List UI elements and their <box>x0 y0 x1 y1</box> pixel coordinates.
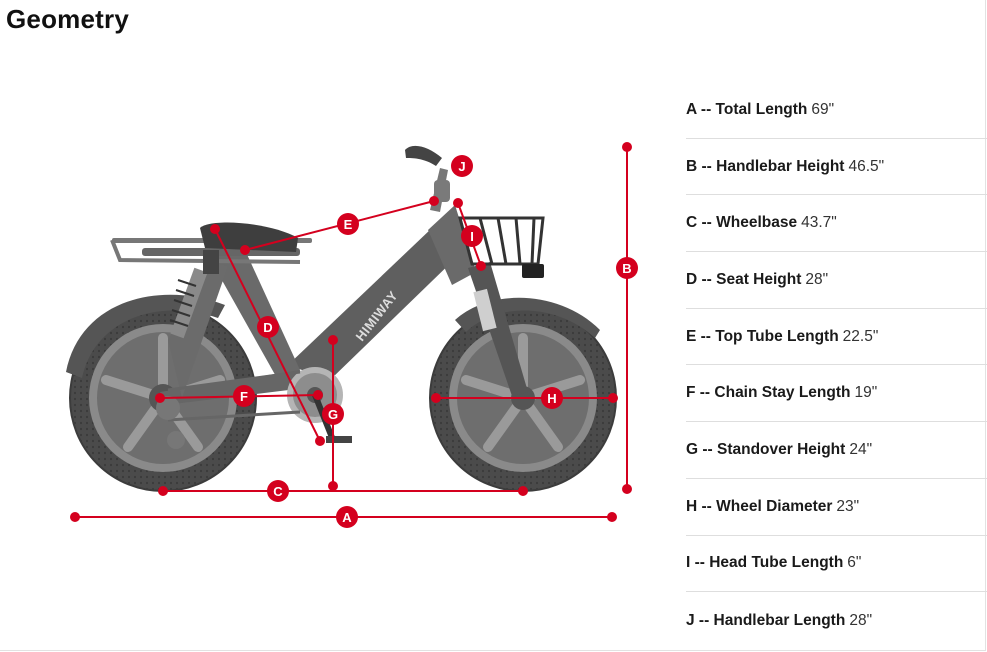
crankset <box>287 367 352 443</box>
spec-item-handlebar-height: B -- Handlebar Height 46.5" <box>686 139 987 196</box>
svg-text:F: F <box>240 389 248 404</box>
spec-label: E -- Top Tube Length <box>686 327 839 345</box>
endpoint-a-right <box>607 512 617 522</box>
endpoint-e-right <box>429 196 439 206</box>
badge-i: I <box>461 225 483 247</box>
badge-a: A <box>336 506 358 528</box>
endpoint-c-left <box>158 486 168 496</box>
front-fork <box>468 262 528 396</box>
spec-label: F -- Chain Stay Length <box>686 384 851 402</box>
endpoint-a-left <box>70 512 80 522</box>
endpoint-g-bottom <box>328 481 338 491</box>
kickstand-gear <box>167 431 185 449</box>
endpoint-d-top <box>210 224 220 234</box>
spec-item-top-tube-length: E -- Top Tube Length 22.5" <box>686 309 987 366</box>
endpoint-d-bottom <box>315 436 325 446</box>
endpoint-c-right <box>518 486 528 496</box>
spec-label: I -- Head Tube Length <box>686 554 844 572</box>
spec-item-standover-height: G -- Standover Height 24" <box>686 422 987 479</box>
endpoint-i-bottom <box>476 261 486 271</box>
svg-text:G: G <box>328 407 338 422</box>
badge-b: B <box>616 257 638 279</box>
spec-value: 69" <box>811 100 835 118</box>
spec-item-chain-stay-length: F -- Chain Stay Length 19" <box>686 365 987 423</box>
spec-item-wheel-diameter: H -- Wheel Diameter 23" <box>686 479 987 536</box>
endpoint-f-left <box>155 393 165 403</box>
endpoint-i-top <box>453 198 463 208</box>
spec-label: A -- Total Length <box>686 100 808 118</box>
chain <box>167 370 301 422</box>
endpoint-g-top <box>328 335 338 345</box>
endpoint-h-left <box>431 393 441 403</box>
page-title: Geometry <box>6 4 129 34</box>
spec-item-wheelbase: C -- Wheelbase 43.7" <box>686 195 987 253</box>
headlight <box>522 264 544 278</box>
spec-label: J -- Handlebar Length <box>686 611 846 629</box>
badge-c: C <box>267 480 289 502</box>
badge-j: J <box>451 155 473 177</box>
svg-text:I: I <box>470 229 474 244</box>
spec-label: B -- Handlebar Height <box>686 157 845 175</box>
spec-label: D -- Seat Height <box>686 270 802 288</box>
svg-text:B: B <box>622 261 631 276</box>
seat-post <box>203 250 219 274</box>
badge-f: F <box>233 385 255 407</box>
spec-label: G -- Standover Height <box>686 440 846 458</box>
spec-label: C -- Wheelbase <box>686 214 798 232</box>
spec-value: 46.5" <box>848 157 885 175</box>
svg-text:J: J <box>458 159 465 174</box>
endpoint-b-top <box>622 142 632 152</box>
badge-d: D <box>257 316 279 338</box>
spec-item-handlebar-length: J -- Handlebar Length 28" <box>686 592 987 649</box>
spec-value: 6" <box>847 554 862 572</box>
svg-text:C: C <box>273 484 283 499</box>
spec-value: 19" <box>854 384 878 402</box>
spec-item-head-tube-length: I -- Head Tube Length 6" <box>686 536 987 593</box>
badge-e: E <box>337 213 359 235</box>
bike-geometry-diagram: HIMIWAY <box>66 142 638 528</box>
spec-value: 22.5" <box>842 327 879 345</box>
geometry-spec-list: A -- Total Length 69" B -- Handlebar Hei… <box>686 82 987 649</box>
spec-item-total-length: A -- Total Length 69" <box>686 82 987 139</box>
spec-value: 24" <box>849 440 873 458</box>
endpoint-f-right <box>313 390 323 400</box>
spec-value: 28" <box>805 270 829 288</box>
spec-value: 28" <box>849 611 873 629</box>
endpoint-e-left <box>240 245 250 255</box>
rear-fender <box>66 294 225 378</box>
svg-text:D: D <box>263 320 272 335</box>
spec-value: 43.7" <box>801 214 837 232</box>
badge-g: G <box>322 403 344 425</box>
spec-item-seat-height: D -- Seat Height 28" <box>686 252 987 309</box>
endpoint-b-bottom <box>622 484 632 494</box>
spec-label: H -- Wheel Diameter <box>686 497 833 515</box>
spec-value: 23" <box>836 497 860 515</box>
endpoint-h-right <box>608 393 618 403</box>
svg-text:H: H <box>547 391 556 406</box>
badge-h: H <box>541 387 563 409</box>
svg-text:E: E <box>344 217 353 232</box>
seat <box>200 222 298 252</box>
svg-text:A: A <box>342 510 352 525</box>
